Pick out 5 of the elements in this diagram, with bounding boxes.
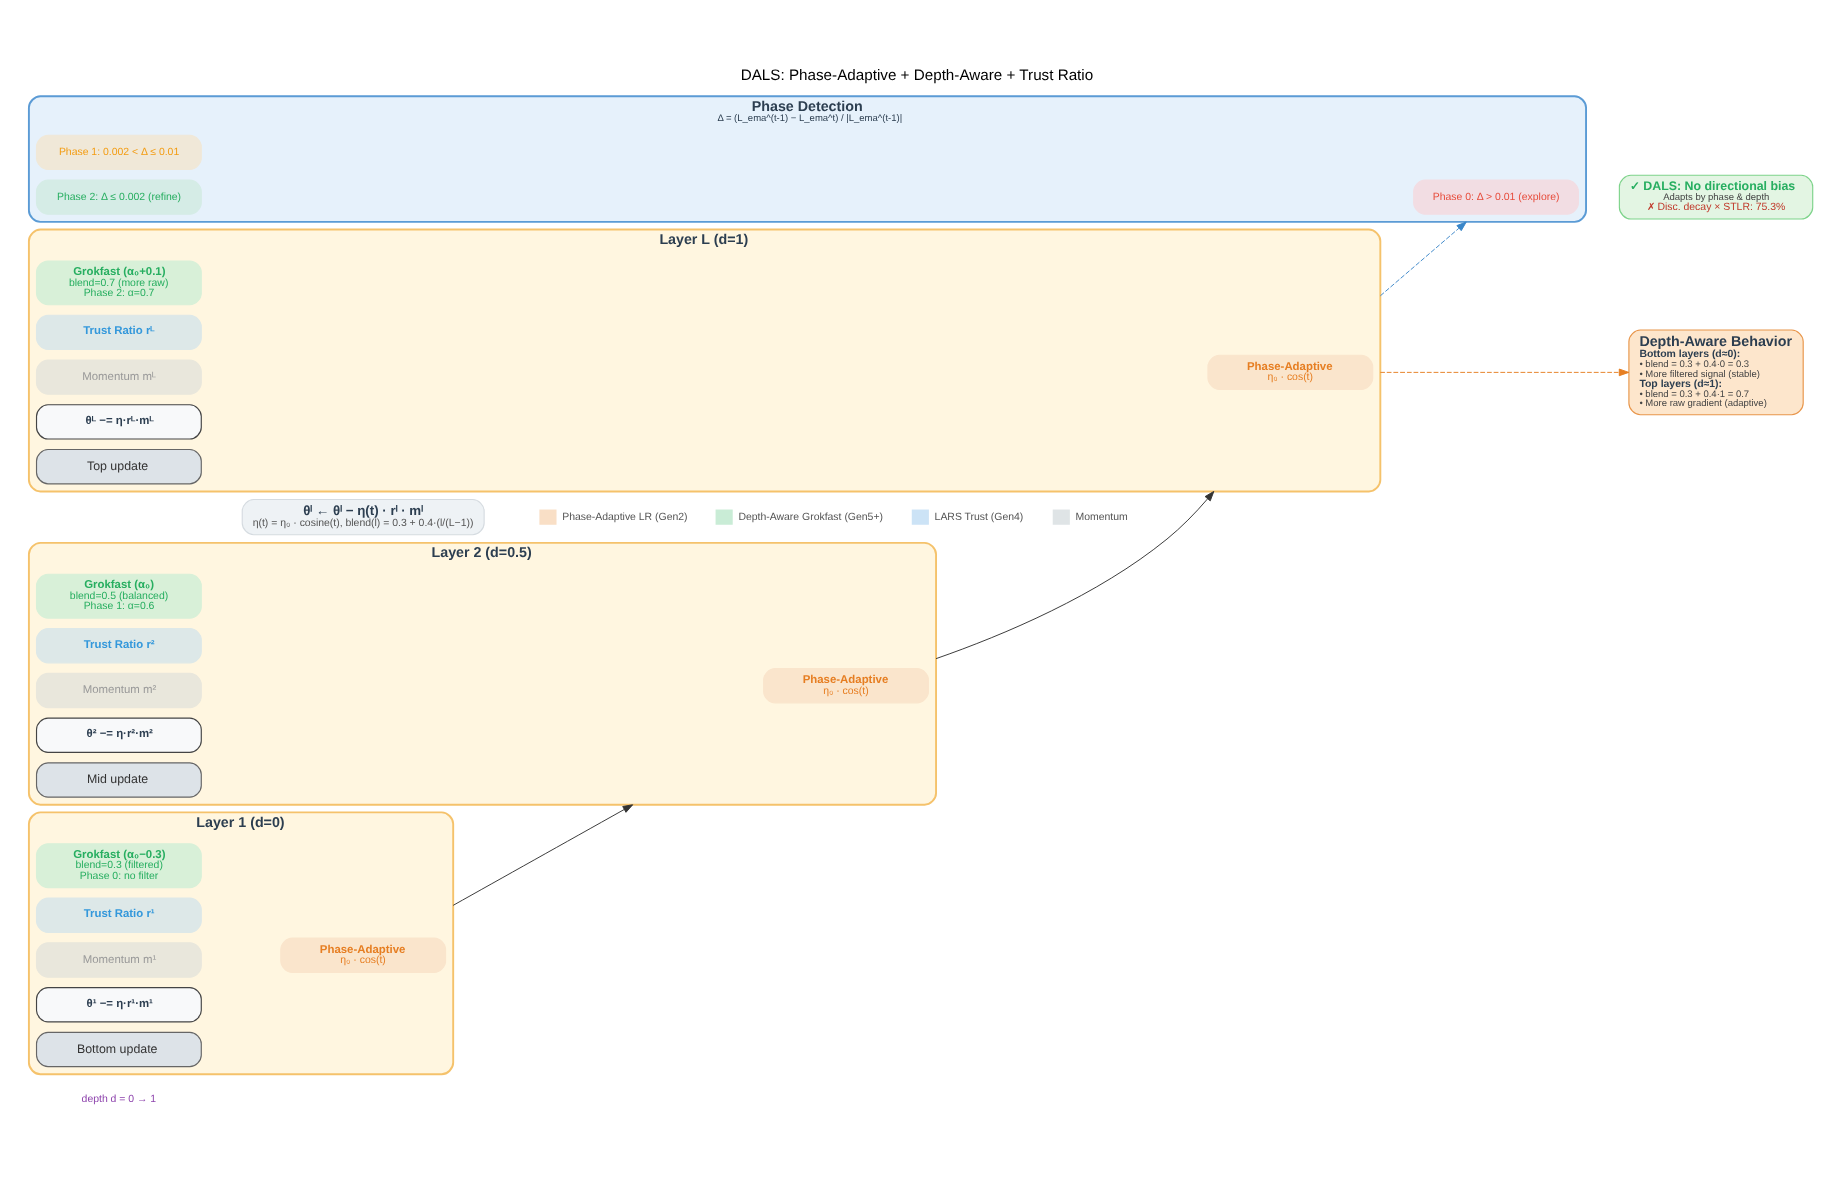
arrow [452, 804, 634, 906]
diagram-title: DALS: Phase-Adaptive + Depth-Aware + Trust Ratio [740, 65, 1094, 84]
arrow [1379, 368, 1630, 377]
arrow [1379, 221, 1467, 297]
arrow [935, 490, 1215, 660]
